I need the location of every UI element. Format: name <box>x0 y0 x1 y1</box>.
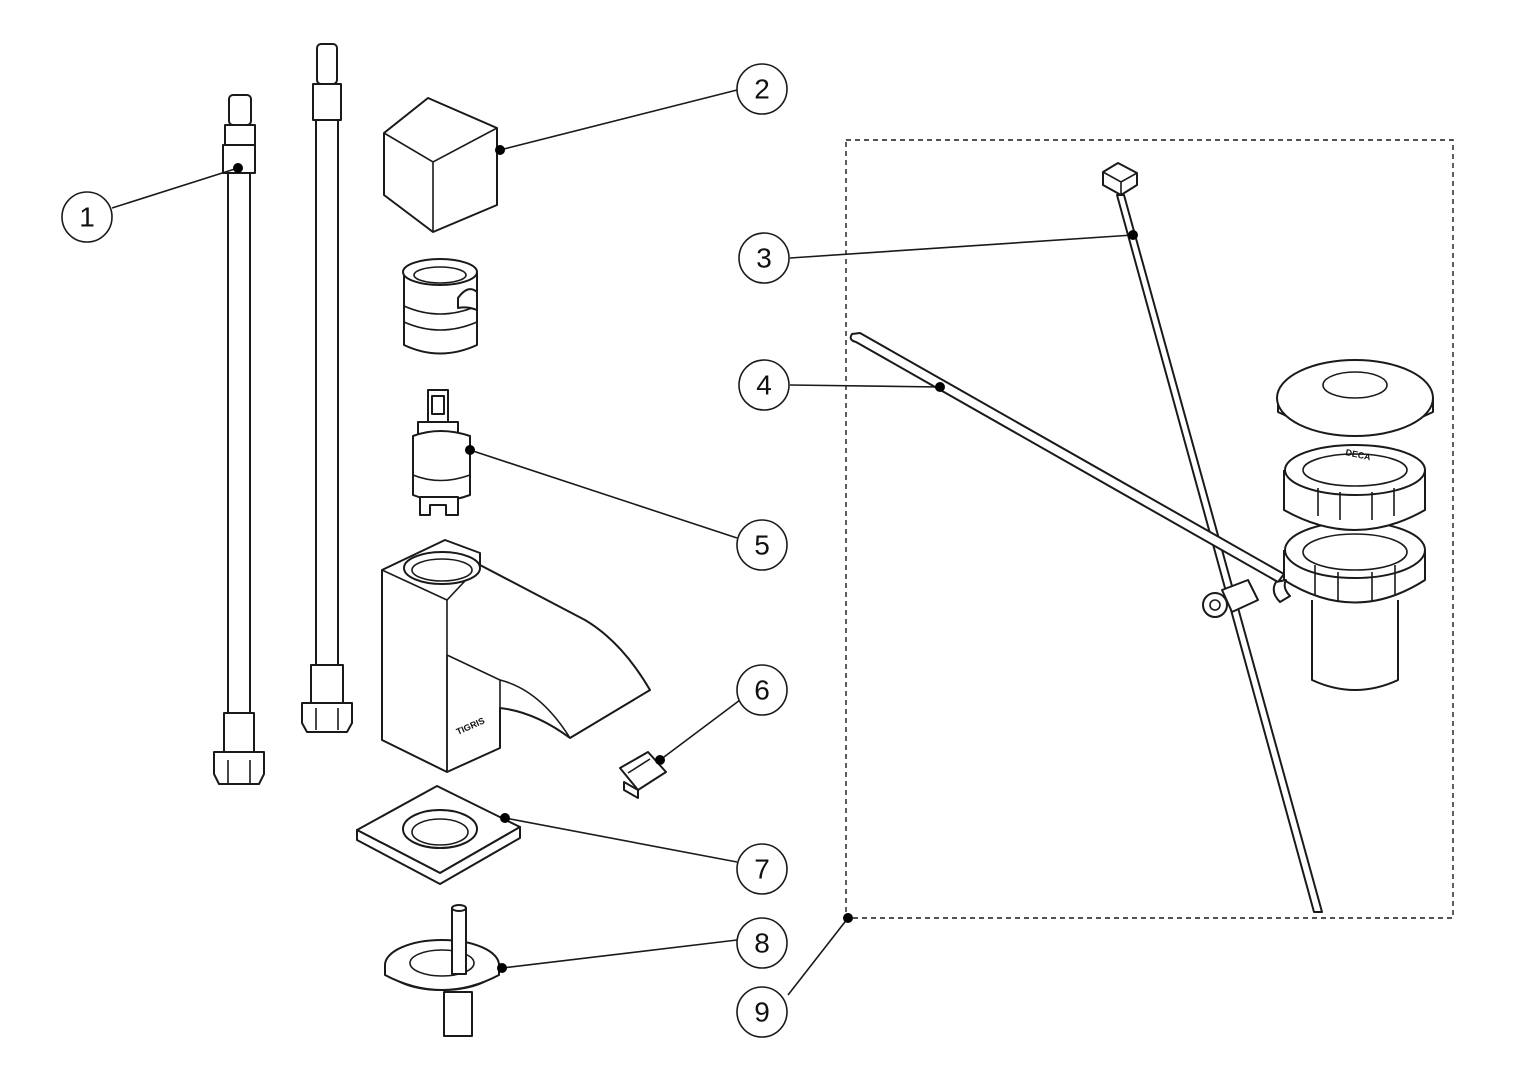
supply-hose-long <box>301 43 353 733</box>
callout-2: 2 <box>736 63 788 115</box>
leader-dots <box>233 145 1138 973</box>
leader-dot-9 <box>843 913 853 923</box>
leader-dot-7 <box>500 813 510 823</box>
callout-2-label: 2 <box>754 74 770 105</box>
leader-dot-3 <box>1128 230 1138 240</box>
faucet-spout-body: TIGRIS <box>381 539 651 773</box>
callout-4: 4 <box>738 359 790 411</box>
callout-5: 5 <box>736 519 788 571</box>
callout-1-label: 1 <box>79 202 95 233</box>
callout-3-label: 3 <box>756 243 772 274</box>
leader-dot-6 <box>655 755 665 765</box>
callout-3: 3 <box>738 232 790 284</box>
callout-5-label: 5 <box>754 530 770 561</box>
lift-rod <box>1102 162 1323 913</box>
callout-7: 7 <box>736 843 788 895</box>
leader-dot-8 <box>497 963 507 973</box>
leader-lines <box>111 89 1134 996</box>
callout-6: 6 <box>736 664 788 716</box>
leader-dot-5 <box>465 445 475 455</box>
callout-8: 8 <box>736 917 788 969</box>
pivot-clevis <box>1202 579 1259 618</box>
valve-cartridge <box>412 389 471 516</box>
leader-dot-4 <box>935 382 945 392</box>
popup-drain: DECA <box>1272 359 1434 691</box>
leader-dot-2 <box>495 145 505 155</box>
callout-9-label: 9 <box>754 997 770 1028</box>
handle-cap <box>383 97 498 233</box>
callout-8-label: 8 <box>754 928 770 959</box>
base-plate <box>356 785 521 885</box>
callout-9: 9 <box>736 986 788 1038</box>
callout-6-label: 6 <box>754 675 770 706</box>
aerator <box>619 751 667 799</box>
callout-1: 1 <box>61 191 113 243</box>
callout-7-label: 7 <box>754 854 770 885</box>
supply-hose-short <box>213 94 265 785</box>
adapter-sleeve <box>402 258 478 355</box>
callout-4-label: 4 <box>756 370 772 401</box>
drain-assembly-boundary <box>845 139 1454 919</box>
leader-dot-1 <box>233 163 243 173</box>
fixing-bracket <box>384 904 500 1037</box>
pivot-rod <box>849 332 1285 583</box>
